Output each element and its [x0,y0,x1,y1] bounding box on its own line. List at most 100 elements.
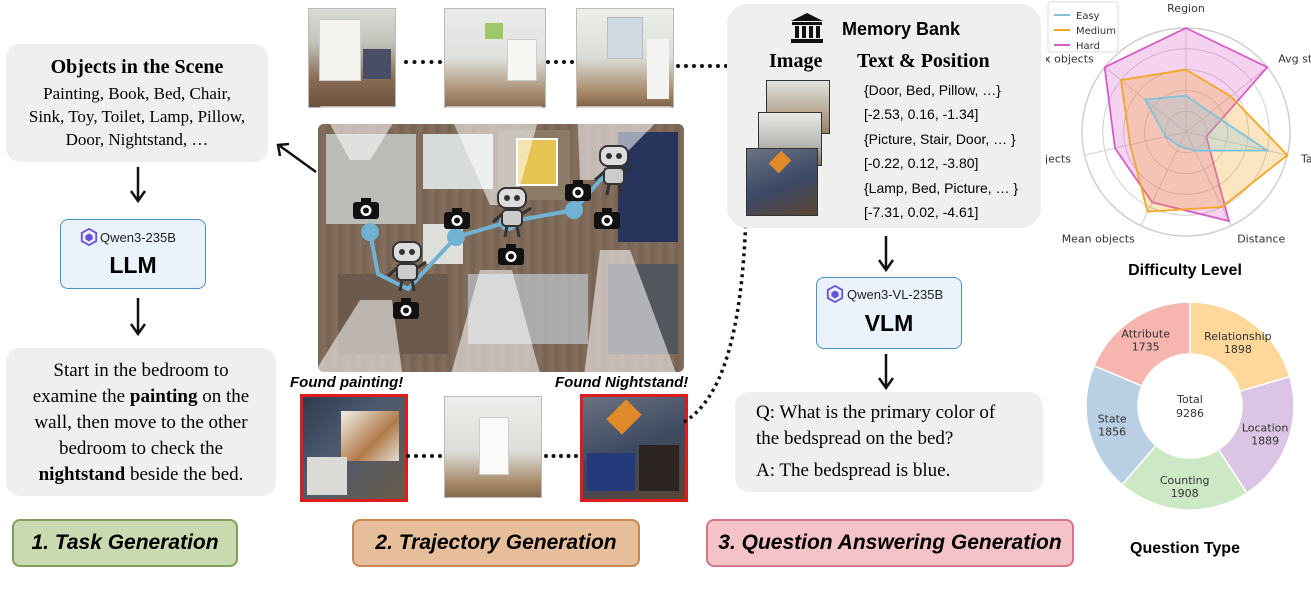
memory-entry-2: [-2.53, 0.16, -1.34] [864,106,979,122]
view-thumbnail-nightstand [580,394,688,502]
robot-icon [492,187,532,238]
found-nightstand-label: Found Nightstand! [555,374,689,391]
answer-line: A: The bedspread is blue. [756,460,951,481]
radar-axis-label: Max objects [1046,52,1094,65]
memory-entry-4: [-0.22, 0.12, -3.80] [864,155,979,171]
camera-icon [444,208,470,229]
objects-line-3: Door, Nightstand, … [65,130,209,149]
view-thumbnail-2 [444,8,546,108]
dotted-connector [404,60,442,64]
instruction-text: on the [197,386,250,407]
radar-axis-label: Min objects [1046,152,1071,165]
arrow-down-icon [877,236,895,273]
instruction-line-2: examine the painting on the [6,386,276,408]
donut-value-relationship: 1898 [1224,343,1252,356]
view-thumbnail-painting [300,394,408,502]
radar-chart-title: Difficulty Level [1128,262,1242,279]
donut-value-state: 1856 [1098,425,1126,438]
found-painting-label: Found painting! [290,374,404,391]
instruction-keyword-nightstand: nightstand [38,464,126,485]
instruction-keyword-painting: painting [129,386,198,407]
legend-label-medium: Medium [1076,26,1116,37]
radar-series-easy [1143,94,1271,152]
donut-chart-title: Question Type [1130,540,1240,557]
radar-series-medium [1119,68,1289,213]
qwen-logo-icon [826,285,844,303]
text-position-header: Text & Position [857,50,990,72]
donut-center-value: 9286 [1176,407,1204,420]
donut-label-location: Location [1242,422,1289,435]
arrow-down-icon [129,298,147,337]
radar-axis-label: Tasks [1300,152,1311,165]
robot-icon [387,241,427,292]
stage-task-generation: 1. Task Generation [12,519,238,567]
donut-label-state: State [1098,412,1127,425]
donut-chart: Relationship1898Location1889Counting1908… [1085,301,1295,511]
memory-bank-title: Memory Bank [842,19,961,39]
trajectory-path [361,174,606,292]
objects-line-1: Painting, Book, Bed, Chair, [43,84,231,103]
instruction-text: examine the [32,386,130,407]
objects-line-2: Sink, Toy, Toilet, Lamp, Pillow, [28,107,246,126]
vlm-model-name: Qwen3-VL-235B [847,287,944,302]
view-thumbnail-1 [308,8,396,108]
memory-image [746,148,818,216]
llm-model-name: Qwen3-235B [100,230,176,245]
camera-icon [565,180,591,201]
memory-entry-5: {Lamp, Bed, Picture, … } [864,180,1019,196]
camera-icon [393,298,419,319]
instruction-line-5: nightstand beside the bed. [6,464,276,486]
donut-slice-state [1085,364,1158,486]
arrow-up-left-icon [276,142,317,174]
legend-label-easy: Easy [1076,11,1100,22]
vlm-label: VLM [864,310,914,336]
camera-icon [353,198,379,219]
dotted-connector-curve [683,213,748,424]
radar-axis-line [1084,131,1187,156]
dotted-connector [676,64,728,68]
donut-label-relationship: Relationship [1204,330,1272,343]
memory-entry-3: {Picture, Stair, Door, … } [864,131,1016,147]
qwen-logo-icon [80,228,98,246]
radar-axis-label: Distance [1237,232,1285,245]
memory-entry-6: [-7.31, 0.02, -4.61] [864,204,979,220]
radar-axis-label: Mean objects [1062,232,1135,245]
dotted-connector [544,454,578,458]
memory-entry-1: {Door, Bed, Pillow, …} [864,82,1001,98]
donut-value-counting: 1908 [1171,487,1199,500]
radar-axis-line [1185,131,1232,226]
legend-label-hard: Hard [1076,41,1100,52]
radar-axis-line [1185,66,1268,133]
camera-icon [498,244,524,265]
stage-question-answering: 3. Question Answering Generation [706,519,1074,567]
robot-icon [594,145,634,196]
donut-center-label: Total [1176,393,1203,406]
view-thumbnail-3 [576,8,674,108]
donut-value-location: 1889 [1251,435,1279,448]
radar-axis-line [1185,131,1288,156]
dotted-connector [406,454,442,458]
instruction-text: beside the bed. [125,464,244,485]
donut-label-attribute: Attribute [1121,327,1170,340]
arrow-down-icon [129,167,147,204]
objects-box [6,44,268,162]
instruction-box [6,348,276,496]
view-cones [302,106,683,392]
instruction-line-1: Start in the bedroom to [53,360,229,381]
view-thumbnail-hallway [444,396,542,498]
instruction-line-3: wall, then move to the other [34,412,248,433]
donut-value-attribute: 1735 [1132,340,1160,353]
arrow-down-icon [877,354,895,391]
llm-label: LLM [109,252,157,278]
question-line-2: the bedspread on the bed? [756,428,954,449]
camera-icon [594,208,620,229]
stage-trajectory-generation: 2. Trajectory Generation [352,519,640,567]
radar-axis-label: Avg steps [1278,52,1311,65]
bank-icon [791,13,823,43]
objects-title: Objects in the Scene [50,56,224,78]
radar-axis-line [1140,131,1187,226]
image-column-header: Image [769,50,823,72]
radar-axis-label: Region [1167,2,1205,15]
